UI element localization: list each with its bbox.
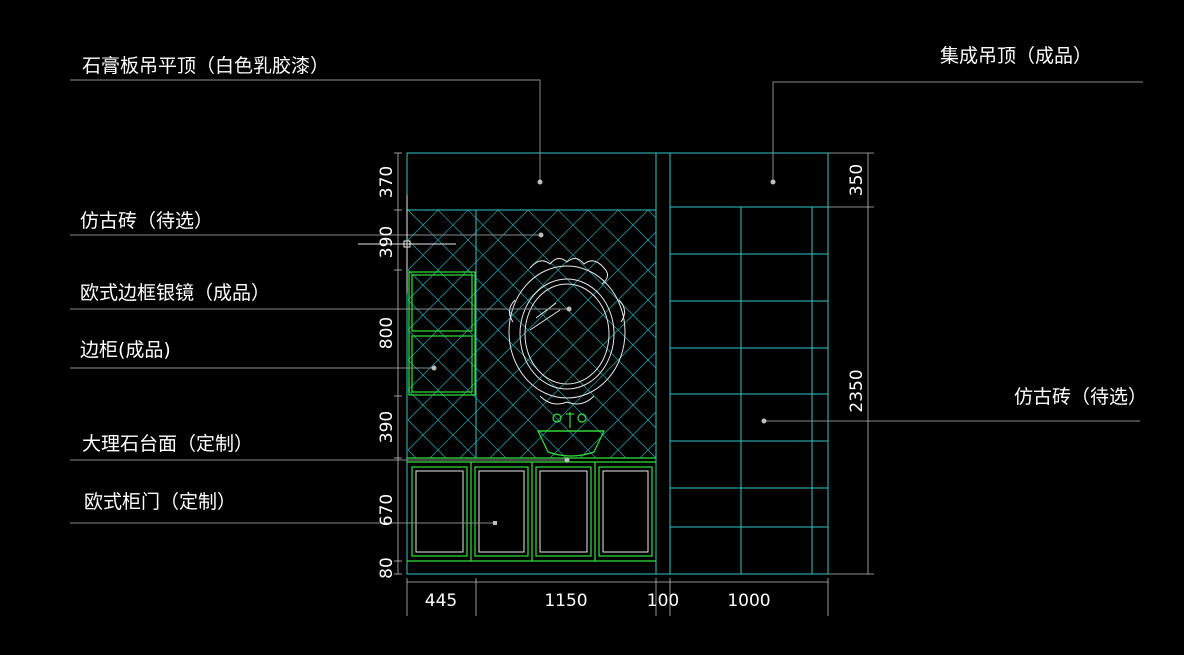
- hatch-line: [738, 210, 1038, 510]
- hatch-line: [408, 210, 469, 271]
- hatch-line: [617, 210, 656, 249]
- dim-bottom-445: 445: [425, 591, 457, 611]
- dim-right-2350: 2350: [847, 369, 867, 412]
- hatch-line: [408, 210, 529, 331]
- right-tile-grid: [670, 207, 828, 574]
- dim-left-390-bottom: 390: [377, 411, 397, 443]
- hatch-line: [918, 210, 1184, 510]
- label-tile-right: 仿古砖（待选）: [1014, 386, 1147, 408]
- label-side-cabinet: 边柜(成品): [80, 339, 171, 361]
- side-cabinet: [408, 271, 476, 396]
- mirror: [508, 258, 626, 405]
- hatch-line: [618, 210, 918, 510]
- dim-left-800: 800: [377, 317, 397, 349]
- hatch-line: [408, 210, 499, 301]
- hatch-line: [648, 210, 948, 510]
- dim-bottom-1000: 1000: [727, 591, 770, 611]
- hatch-line: [519, 321, 656, 458]
- hatch-line: [527, 210, 656, 339]
- dimension-lines: [394, 152, 874, 616]
- hatch-line: [978, 210, 1184, 510]
- leader-dots: [431, 179, 776, 525]
- label-countertop: 大理石台面（定制）: [82, 433, 253, 455]
- hatch-line: [459, 261, 656, 458]
- hatch-line: [489, 291, 656, 458]
- dim-left-370: 370: [377, 166, 397, 198]
- hatch-line: [768, 210, 1068, 510]
- hatch-line: [798, 210, 1098, 510]
- hatch-line: [708, 210, 1008, 510]
- cad-cursor: [358, 195, 456, 293]
- dim-left-390-top: 390: [377, 226, 397, 258]
- leader-lines: [70, 79, 1143, 524]
- dim-left-670: 670: [377, 494, 397, 526]
- hatch-line: [408, 210, 589, 391]
- dim-left-80: 80: [377, 557, 397, 579]
- dim-bottom-100: 100: [647, 591, 679, 611]
- hatch-line: [948, 210, 1184, 510]
- wall-outline: [406, 152, 829, 575]
- label-ceiling-right: 集成吊顶（成品）: [940, 45, 1092, 67]
- dim-bottom-1150: 1150: [544, 591, 587, 611]
- label-ceiling-left: 石膏板吊平顶（白色乳胶漆）: [82, 54, 329, 77]
- hatch-line: [408, 210, 559, 361]
- hatch-line: [408, 210, 649, 451]
- hatch-line: [858, 210, 1158, 510]
- cabinet-doors: [411, 462, 653, 561]
- label-cabinet-door: 欧式柜门（定制）: [84, 491, 236, 513]
- hatch-line: [557, 210, 656, 309]
- hatch-line: [1008, 210, 1184, 510]
- hatch-line: [708, 210, 1008, 510]
- wash-basin: [537, 412, 605, 457]
- hatch-line: [647, 210, 656, 219]
- label-tile-left: 仿古砖（待选）: [80, 210, 213, 232]
- dim-right-350: 350: [847, 164, 867, 196]
- hatch-line: [429, 231, 656, 458]
- hatch-line: [587, 210, 656, 279]
- hatch-line: [549, 351, 656, 458]
- hatch-line: [888, 210, 1184, 510]
- hatch-line: [408, 210, 619, 421]
- label-mirror: 欧式边框银镜（成品）: [80, 282, 270, 304]
- left-tile-hatch: [408, 210, 1184, 510]
- hatch-line: [828, 210, 1128, 510]
